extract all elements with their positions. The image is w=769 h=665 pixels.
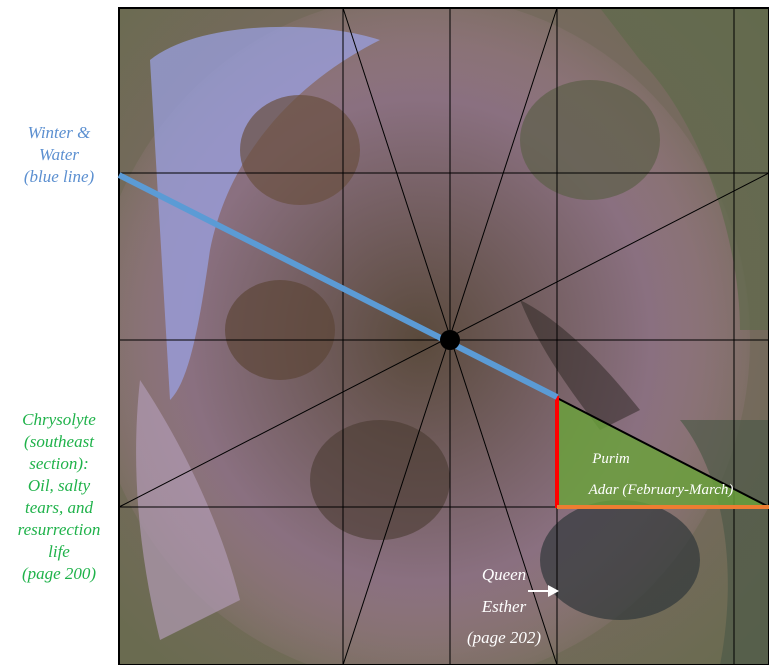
- chrysolyte-label-line-8: (page 200): [21, 564, 97, 583]
- winter-label-line-1: Winter &: [27, 123, 91, 142]
- winter-water-label: Winter & Water (blue line): [0, 122, 118, 188]
- chrysolyte-label-line-6: resurrection: [17, 520, 101, 539]
- center-dot-icon: [440, 330, 460, 350]
- chrysolyte-label-line-3: section):: [29, 454, 89, 473]
- triangle-hypotenuse: [556, 397, 769, 508]
- queen-esther-line-1: Queen: [482, 565, 526, 584]
- chrysolyte-label: Chrysolyte (southeast section): Oil, sal…: [0, 409, 118, 585]
- grid-frame: [118, 7, 769, 665]
- purim-label: Purim: [591, 451, 630, 467]
- chrysolyte-label-line-2: (southeast: [24, 432, 94, 451]
- arrow-right-icon: [528, 585, 559, 597]
- winter-label-line-3: (blue line): [23, 167, 95, 186]
- winter-blue-line: [117, 172, 559, 400]
- chrysolyte-label-line-5: tears, and: [25, 498, 93, 517]
- chrysolyte-label-line-1: Chrysolyte: [22, 410, 96, 429]
- queen-esther-line-2: Esther: [481, 597, 527, 616]
- chrysolyte-label-line-7: life: [48, 542, 70, 561]
- adar-label: Adar (February-March): [588, 482, 734, 498]
- queen-esther-line-3: (page 202): [467, 628, 541, 647]
- winter-label-line-2: Water: [39, 145, 79, 164]
- chrysolyte-label-line-4: Oil, salty: [27, 476, 91, 495]
